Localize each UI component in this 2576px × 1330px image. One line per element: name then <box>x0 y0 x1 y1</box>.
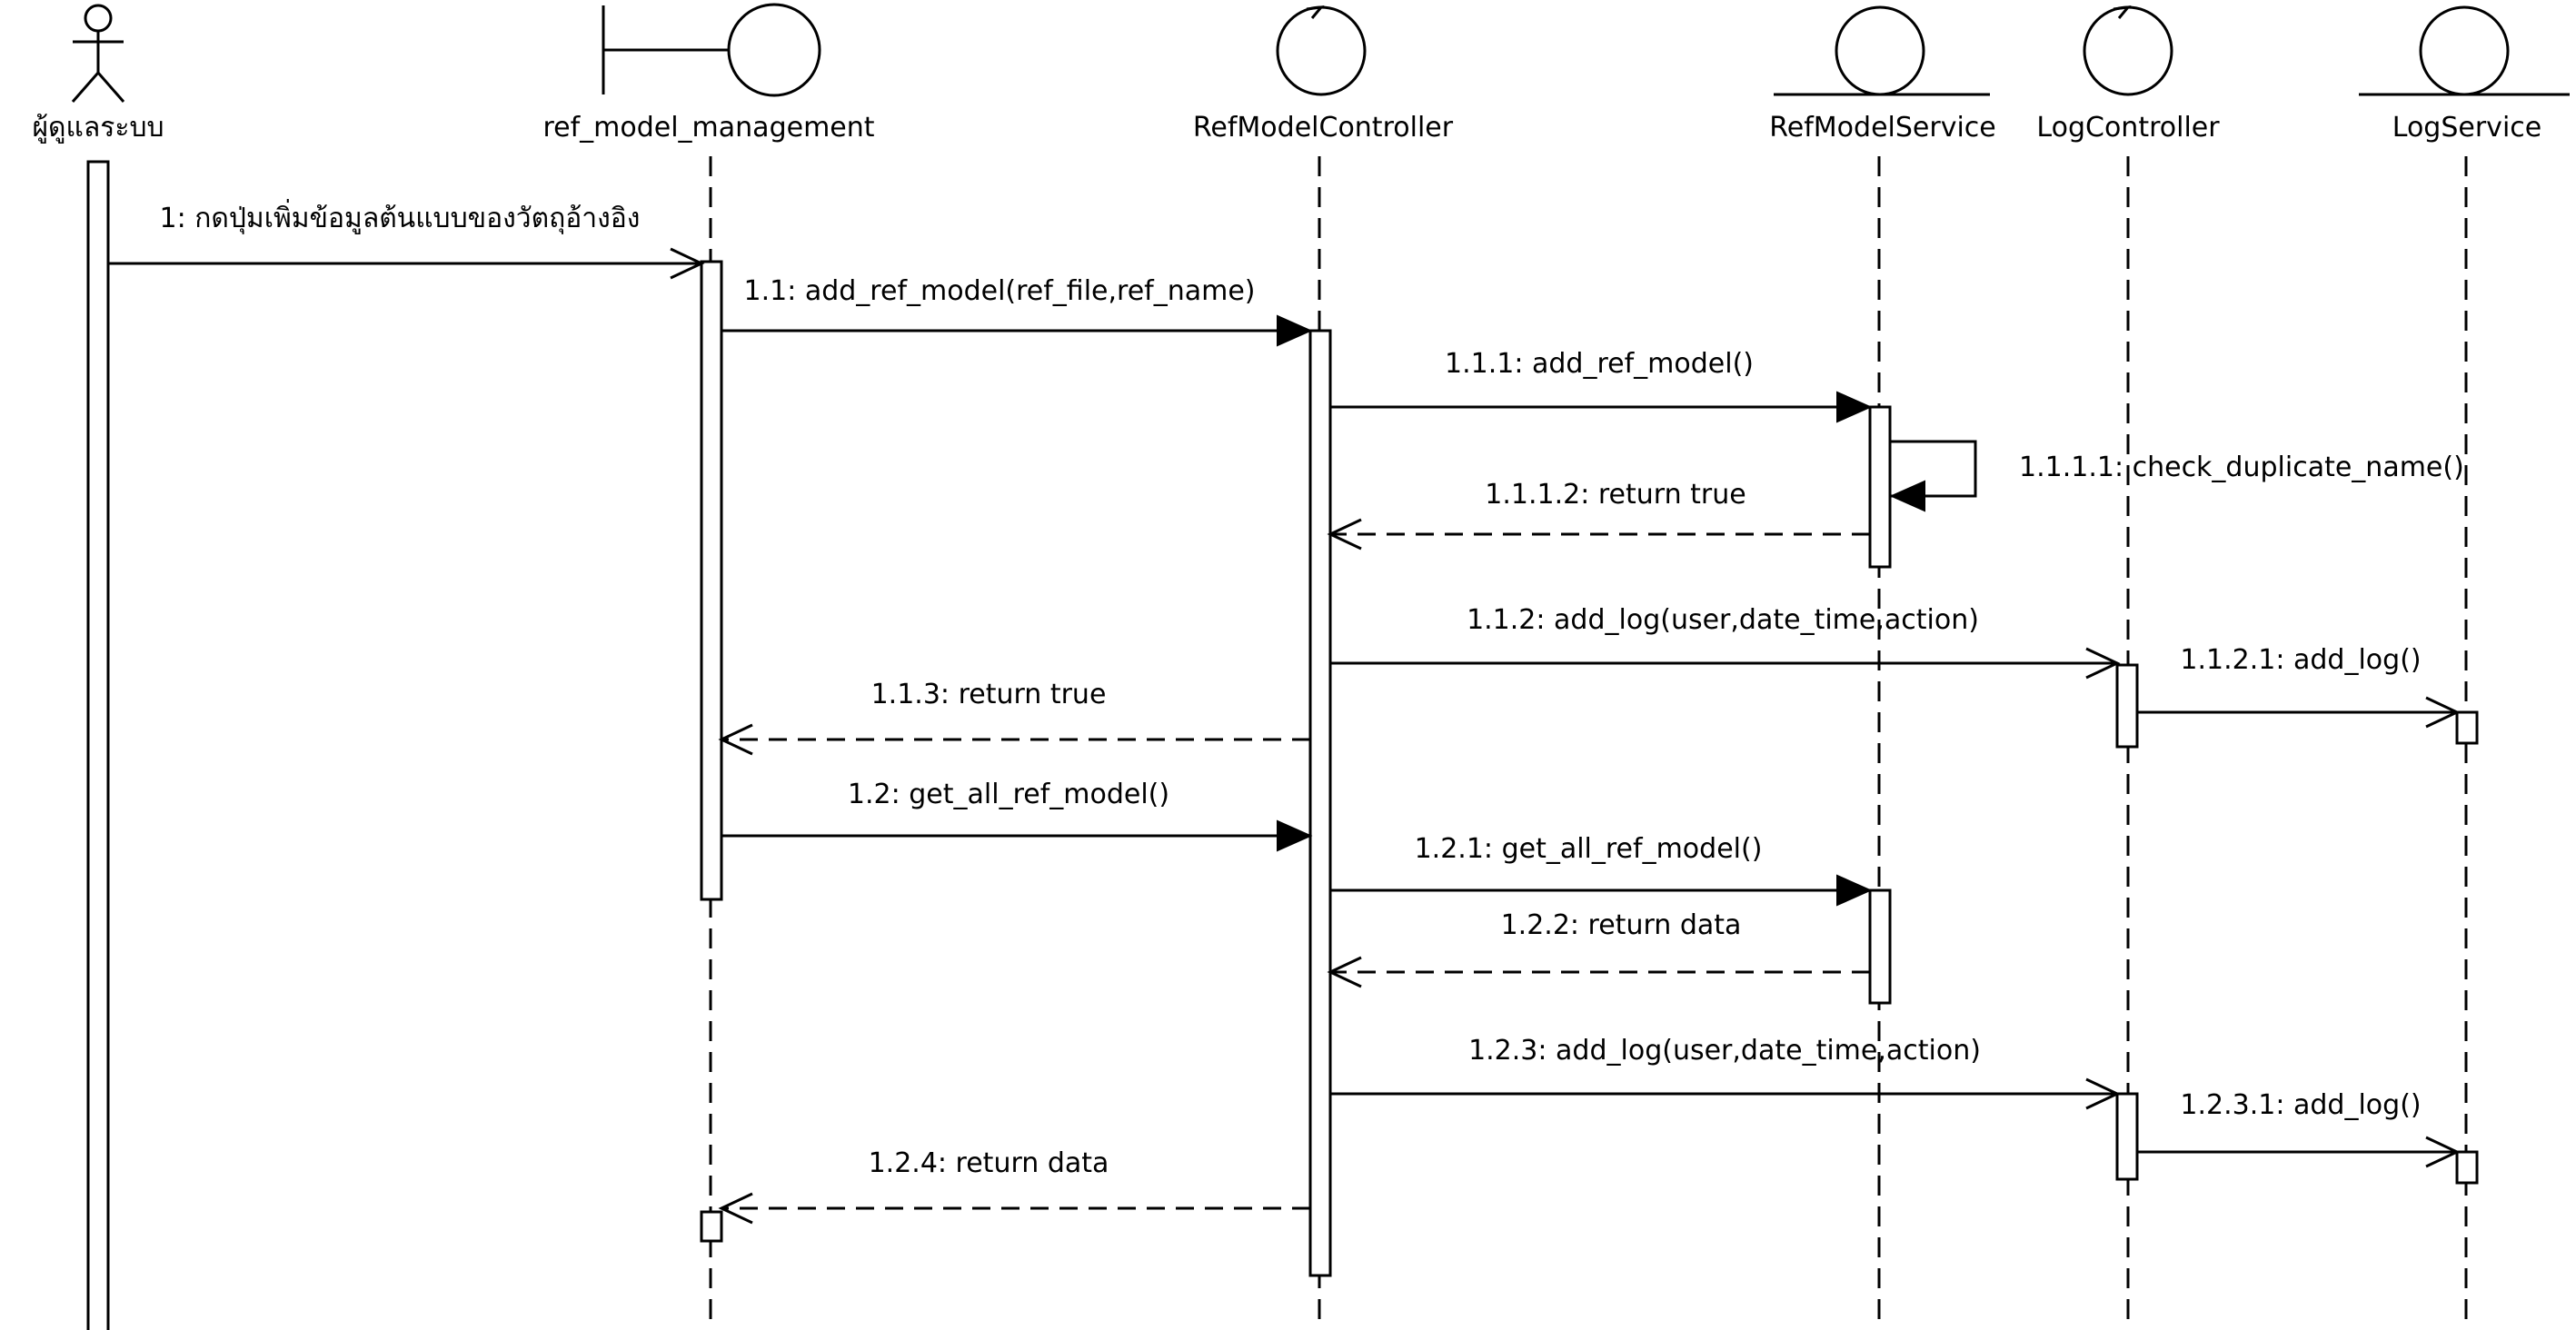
participant-name: RefModelService <box>1769 112 1995 144</box>
message-arrow <box>718 1192 1310 1225</box>
control-icon <box>2083 5 2173 96</box>
message-arrow <box>721 314 1313 347</box>
message-label: 1: กดปุ่มเพิ่มข้อมูลต้นแบบของวัตถุอ้างอิ… <box>160 199 641 235</box>
message-arrow <box>1327 518 1870 551</box>
message-arrow <box>1889 440 1977 512</box>
activation-bar <box>86 160 110 1330</box>
activation-bar <box>2115 1092 2139 1181</box>
message-label: 1.2.3: add_log(user,date_time,action) <box>1468 1035 1981 1067</box>
message-arrow <box>721 819 1313 852</box>
activation-bar <box>700 1210 723 1243</box>
message-arrow <box>1330 647 2121 680</box>
activation-bar <box>1868 405 1892 569</box>
message-label: 1.1.1.2: return true <box>1485 479 1746 511</box>
participant-name: RefModelController <box>1193 112 1454 144</box>
message-arrow <box>718 723 1310 756</box>
message-label: 1.1.2.1: add_log() <box>2180 644 2421 676</box>
message-label: 1.2: get_all_ref_model() <box>848 779 1169 810</box>
activation-bar <box>1308 329 1332 1277</box>
message-arrow <box>1327 956 1870 988</box>
message-label: 1.2.4: return data <box>869 1147 1109 1179</box>
participant-name: ref_model_management <box>542 112 874 144</box>
message-arrow <box>1330 391 1873 423</box>
message-arrow <box>2137 696 2461 729</box>
activation-bar <box>2115 663 2139 749</box>
message-arrow <box>1330 1077 2121 1110</box>
message-arrow <box>2137 1136 2461 1168</box>
participant-name: ผู้ดูแลระบบ <box>32 112 164 144</box>
message-label: 1.1.1: add_ref_model() <box>1445 348 1754 380</box>
entity-icon <box>2359 5 2570 96</box>
message-label: 1.1: add_ref_model(ref_file,ref_name) <box>743 275 1255 307</box>
message-label: 1.1.3: return true <box>871 679 1107 710</box>
boundary-icon <box>602 3 821 97</box>
message-label: 1.2.2: return data <box>1501 909 1742 941</box>
message-label: 1.1.2: add_log(user,date_time,action) <box>1467 604 1979 636</box>
entity-icon <box>1774 5 1990 96</box>
participant-name: LogService <box>2392 112 2541 144</box>
participant-name: LogController <box>2036 112 2220 144</box>
message-label: 1.2.3.1: add_log() <box>2180 1089 2421 1121</box>
actor-icon <box>71 4 125 103</box>
activation-bar <box>2455 1150 2479 1185</box>
activation-bar <box>2455 710 2479 745</box>
message-label: 1.2.1: get_all_ref_model() <box>1415 833 1763 865</box>
message-arrow <box>108 247 705 280</box>
message-label: 1.1.1.1: check_duplicate_name() <box>2019 452 2464 483</box>
activation-bar <box>700 260 723 901</box>
control-icon <box>1276 5 1367 96</box>
activation-bar <box>1868 888 1892 1005</box>
message-arrow <box>1330 874 1873 907</box>
